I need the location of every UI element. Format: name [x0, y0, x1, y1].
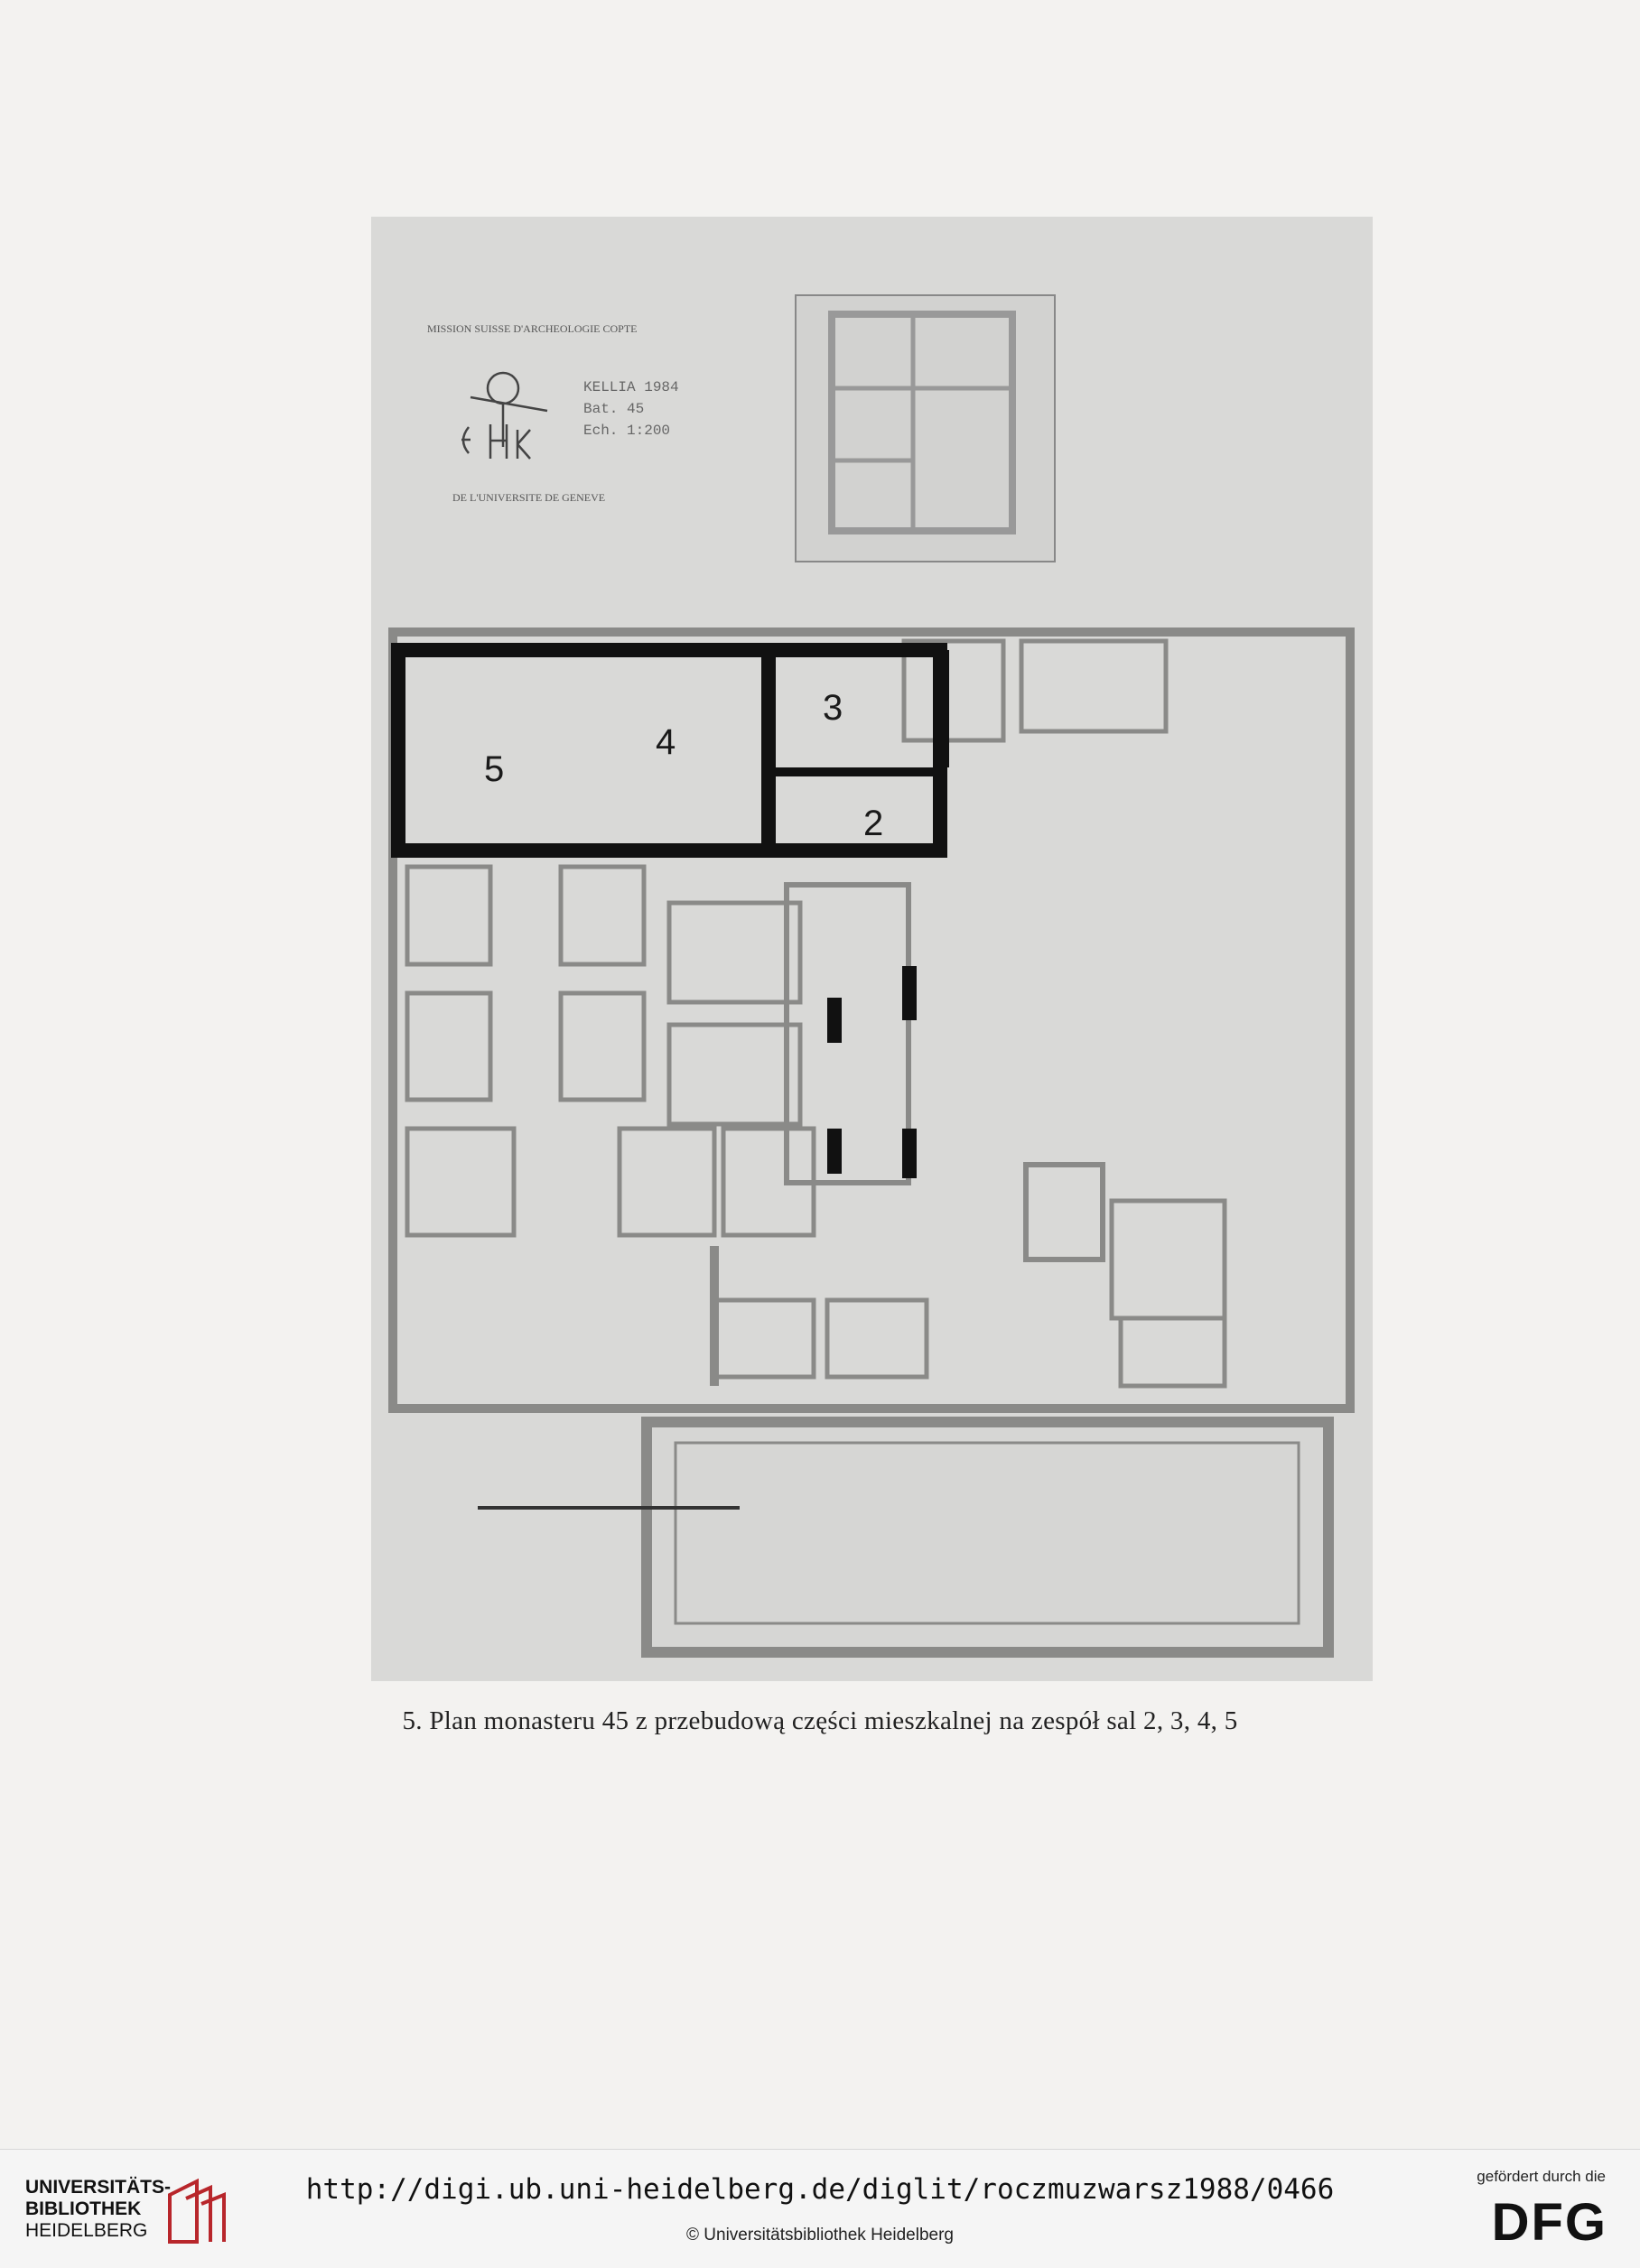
- legend-university: DE L'UNIVERSITE DE GENEVE: [452, 491, 605, 504]
- viewer-footer: UNIVERSITÄTS- BIBLIOTHEK HEIDELBERG http…: [0, 2149, 1640, 2268]
- hall-label-5: 5: [484, 749, 504, 789]
- library-name-line2: BIBLIOTHEK: [25, 2198, 142, 2219]
- hall-label-4: 4: [656, 722, 676, 762]
- library-logo[interactable]: UNIVERSITÄTS- BIBLIOTHEK HEIDELBERG: [25, 2177, 242, 2249]
- library-name-line1: UNIVERSITÄTS-: [25, 2177, 172, 2198]
- legend-site-year: KELLIA 1984: [583, 379, 679, 395]
- floor-plan-drawing: MISSION SUISSE D'ARCHEOLOGIE COPTE KELLI…: [388, 294, 1355, 1658]
- figure-caption: 5. Plan monasteru 45 z przebudową części…: [402, 1706, 1238, 1735]
- funding-label: gefördert durch die: [1477, 2168, 1606, 2185]
- main-plan: [388, 627, 1355, 1658]
- legend-mission: MISSION SUISSE D'ARCHEOLOGIE COPTE: [427, 322, 638, 335]
- hall-label-2: 2: [863, 804, 883, 843]
- reused-halls: [391, 643, 949, 1178]
- copyright-notice: © Universitätsbibliothek Heidelberg: [686, 2226, 954, 2245]
- library-mark-icon: [168, 2178, 226, 2244]
- library-name-line3: HEIDELBERG: [25, 2220, 148, 2241]
- hall-label-3: 3: [823, 688, 843, 728]
- dfg-logo[interactable]: DFG: [1491, 2193, 1607, 2252]
- legend-building: Bat. 45: [583, 401, 644, 417]
- inset-plan: [795, 294, 1056, 562]
- document-page: MISSION SUISSE D'ARCHEOLOGIE COPTE KELLI…: [371, 217, 1373, 1735]
- ehk-figure-logo: [461, 371, 548, 460]
- permalink-url[interactable]: http://digi.ub.uni-heidelberg.de/diglit/…: [305, 2173, 1335, 2206]
- monastery-plan-figure: MISSION SUISSE D'ARCHEOLOGIE COPTE KELLI…: [371, 217, 1373, 1681]
- legend-scale: Ech. 1:200: [583, 423, 670, 439]
